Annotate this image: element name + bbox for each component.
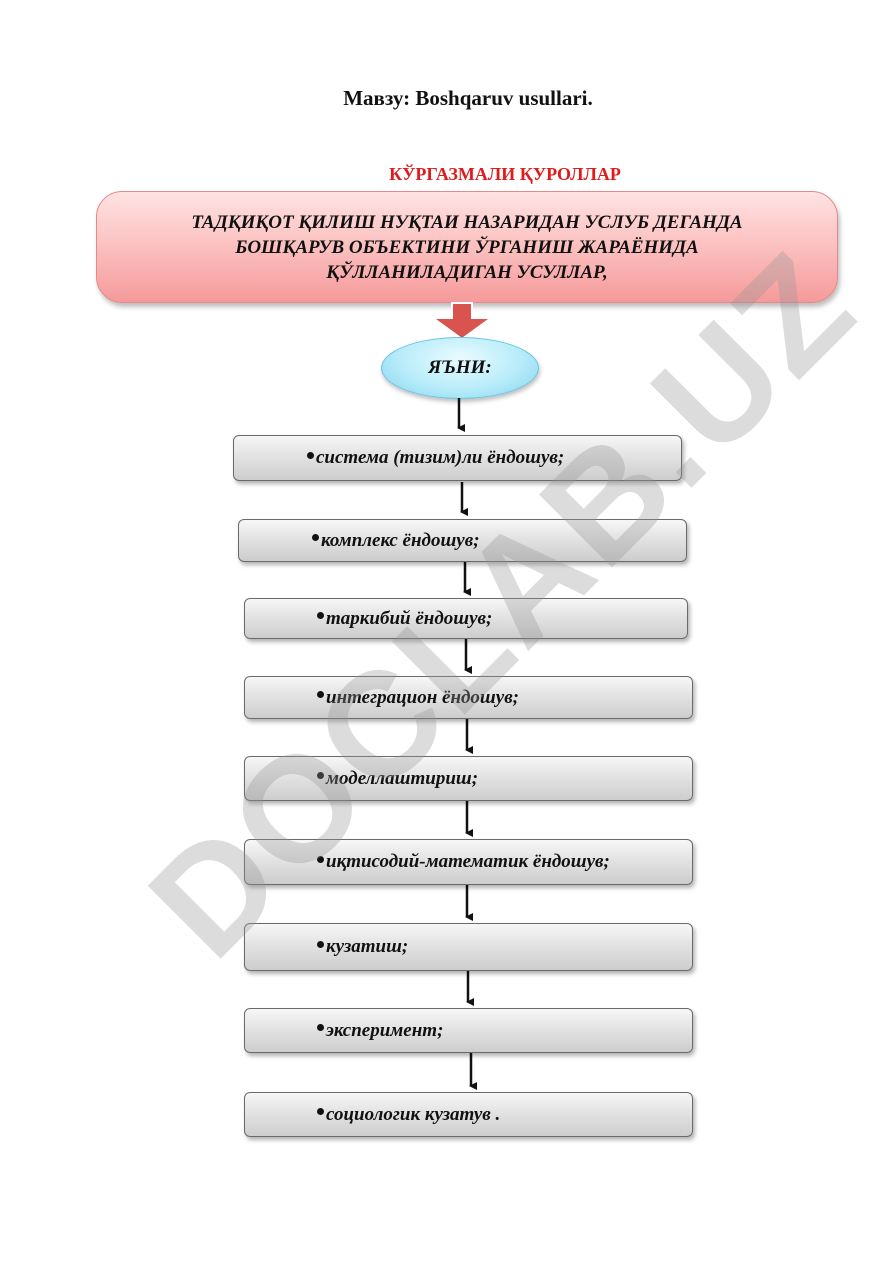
method-label: интеграцион ёндошув; xyxy=(326,686,520,708)
method-item: моделлаштириш; xyxy=(244,756,693,801)
bullet-icon xyxy=(317,855,324,863)
method-item: кузатиш; xyxy=(244,923,693,971)
ellipse-node: ЯЪНИ: xyxy=(381,337,539,399)
definition-line: БОШҚАРУВ ОБЪЕКТИНИ ЎРГАНИШ ЖАРАЁНИДА xyxy=(235,236,699,258)
bullet-icon xyxy=(307,451,314,459)
method-label: иқтисодий-математик ёндошув; xyxy=(326,851,610,872)
bullet-icon xyxy=(317,612,324,619)
method-item: система (тизим)ли ёндошув; xyxy=(233,435,682,481)
bullet-icon xyxy=(312,534,319,541)
method-item: социологик кузатув . xyxy=(244,1092,693,1137)
method-label: эксперимент; xyxy=(326,1019,444,1041)
bullet-icon xyxy=(317,1108,324,1115)
method-label: моделлаштириш; xyxy=(326,767,479,789)
method-item: иқтисодий-математик ёндошув; xyxy=(244,839,693,885)
method-item: комплекс ёндошув; xyxy=(238,519,687,562)
method-item: таркибий ёндошув; xyxy=(244,598,688,639)
method-label: кузатиш; xyxy=(326,936,409,957)
watermark: DOCLAB.UZ xyxy=(117,219,887,989)
method-label: социологик кузатув . xyxy=(326,1103,501,1125)
definition-line: ТАДҚИҚОТ ҚИЛИШ НУҚТАИ НАЗАРИДАН УСЛУБ ДЕ… xyxy=(191,211,743,233)
method-item: интеграцион ёндошув; xyxy=(244,676,693,719)
bullet-icon xyxy=(317,772,324,779)
bullet-icon xyxy=(317,691,324,698)
method-label: таркибий ёндошув; xyxy=(326,607,493,629)
section-subtitle: КЎРГАЗМАЛИ ҚУРОЛЛАР xyxy=(389,164,621,184)
definition-box: ТАДҚИҚОТ ҚИЛИШ НУҚТАИ НАЗАРИДАН УСЛУБ ДЕ… xyxy=(96,191,838,303)
down-arrow-icon xyxy=(431,302,493,340)
method-label: система (тизим)ли ёндошув; xyxy=(316,447,565,468)
definition-line: ҚЎЛЛАНИЛАДИГАН УСУЛЛАР, xyxy=(326,261,608,283)
bullet-icon xyxy=(317,940,324,948)
method-item: эксперимент; xyxy=(244,1008,693,1053)
page-title: Мавзу: Boshqaruv usullari. xyxy=(343,86,593,110)
method-label: комплекс ёндошув; xyxy=(321,529,480,551)
bullet-icon xyxy=(317,1024,324,1031)
